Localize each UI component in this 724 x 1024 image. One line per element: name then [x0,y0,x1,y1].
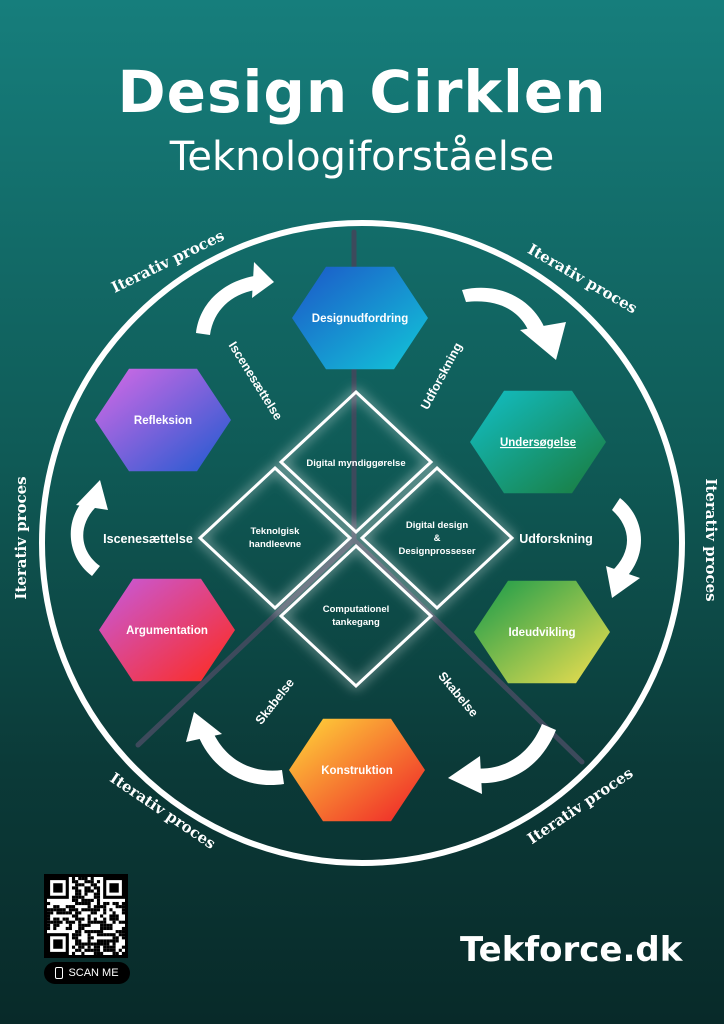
hexagon-label-argumentation: Argumentation [126,625,208,637]
hexagon-undersogelse: Undersøgelse [470,390,606,494]
iterativ-label-right: Iterativ proces [702,478,720,601]
phone-icon [55,967,64,979]
hexagon-label-undersogelse: Undersøgelse [500,437,576,449]
arrow-right [606,498,641,598]
phase-skabelse-1: Skabelse [435,669,481,720]
scan-me-badge: SCAN ME [44,962,130,984]
arrow-top-left [196,262,274,335]
arrow-bottom-right [448,724,556,794]
scan-me-label: SCAN ME [68,967,119,979]
divider-left [135,537,357,748]
qr-pattern [47,877,125,955]
hexagon-label-designudfordring: Designudfordring [312,313,408,325]
phase-udforskning-2: Udforskning [519,532,593,546]
page-subtitle: Teknologiforståelse [169,134,555,180]
arrow-left [70,480,108,576]
brand-logo-text: Tekforce.dk [460,930,683,970]
iterativ-label-left: Iterativ proces [12,476,30,599]
hexagon-konstruktion: Konstruktion [289,718,425,822]
phase-iscenesaettelse-2: Iscenesættelse [226,339,285,422]
page-title: Design Cirklen [117,58,607,126]
hexagon-argumentation: Argumentation [99,578,235,682]
diamond-digital-myndiggorelse: Digital myndiggørelse [278,389,434,535]
hexagon-ideudvikling: Ideudvikling [474,580,610,684]
hexagon-label-refleksion: Refleksion [134,415,192,427]
diamond-label-digital-myndiggorelse: Digital myndiggørelse [306,458,405,469]
diamond-label-digital-design: Digital design&Designprosseser [398,520,475,557]
iterativ-label-bottom-left: Iterativ proces [107,769,219,853]
arrow-top-right [462,287,566,360]
hexagon-steps: Designudfordring Undersøgelse Ideudvikli… [95,266,610,822]
phase-iscenesaettelse-1: Iscenesættelse [103,532,193,546]
hexagon-label-konstruktion: Konstruktion [321,765,393,777]
hexagon-label-ideudvikling: Ideudvikling [508,627,575,639]
diamond-digital-design: Digital design&Designprosseser [359,465,515,611]
qr-code[interactable] [44,874,128,958]
cycle-arrows [70,262,641,794]
hexagon-refleksion: Refleksion [95,368,231,472]
outer-circle [39,220,685,866]
arrow-bottom-left [186,712,284,786]
phase-udforskning-1: Udforskning [418,340,465,412]
phase-skabelse-2: Skabelse [253,676,297,727]
hexagon-designudfordring: Designudfordring [292,266,428,370]
